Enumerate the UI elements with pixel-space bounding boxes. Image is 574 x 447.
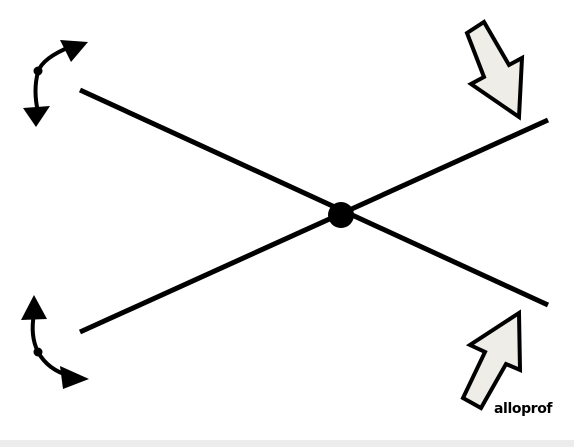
bar-upper-left-to-lower-right [78, 87, 550, 308]
curved-double-arrow-icon [23, 40, 88, 127]
block-arrow-icon [464, 19, 525, 121]
bar-lower-left-to-upper-right [78, 117, 550, 335]
alloprof-watermark: alloprof [494, 401, 553, 417]
pivot-dot-icon [328, 202, 354, 228]
block-arrow-icon [460, 309, 523, 411]
bottom-divider [0, 440, 574, 447]
curved-double-arrow-icon [21, 295, 89, 389]
